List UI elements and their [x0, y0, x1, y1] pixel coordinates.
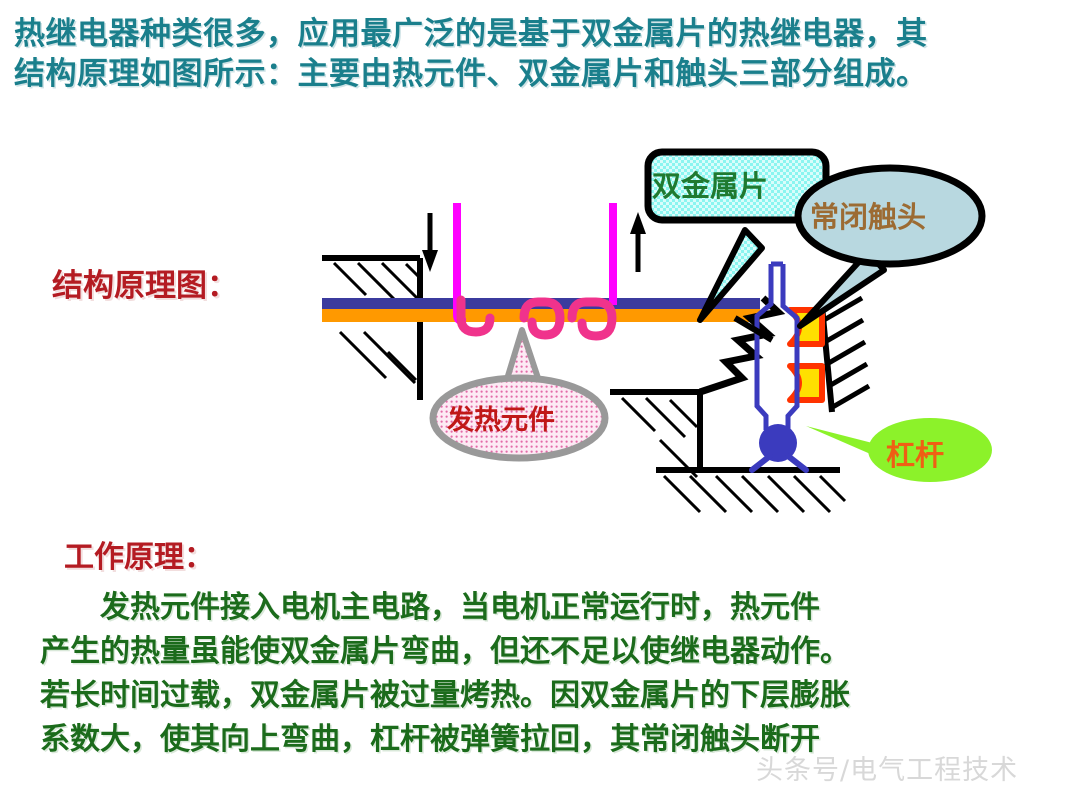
body-line-4: 系数大，使其向上弯曲，杠杆被弹簧拉回，其常闭触头断开: [40, 722, 820, 757]
callout-nc-contact: [794, 164, 986, 329]
callout-label-lever: 杠杆: [886, 438, 945, 472]
right-wall: [819, 295, 871, 413]
current-arrow-up-icon: [630, 212, 646, 272]
watermark-text: 头条号/电气工程技术: [756, 755, 1019, 786]
current-arrow-down-icon: [422, 213, 438, 272]
base-bracket: [610, 389, 847, 514]
lever-legs: [749, 453, 809, 473]
callout-label-bimetal: 双金属片: [652, 169, 769, 203]
structure-diagram-label: 结构原理图：: [52, 268, 238, 304]
working-principle-body: 发热元件接入电机主电路，当电机正常运行时，热元件 产生的热量虽能使双金属片弯曲，…: [40, 586, 1070, 762]
lever-link: [733, 315, 774, 343]
body-line-3: 若长时间过载，双金属片被过量烤热。因双金属片的下层膨胀: [40, 678, 850, 713]
header-line-2: 结构原理如图所示：主要由热元件、双金属片和触头三部分组成。: [14, 56, 928, 92]
heating-element-coil: [456, 295, 617, 341]
body-line-1: 发热元件接入电机主电路，当电机正常运行时，热元件: [100, 590, 820, 625]
working-principle-label: 工作原理：: [64, 540, 214, 575]
callout-label-nc-contact: 常闭触头: [810, 200, 927, 234]
left-wall-bracket: [322, 255, 423, 400]
tension-spring: [698, 295, 786, 396]
header-paragraph: 热继电器种类很多，应用最广泛的是基于双金属片的热继电器，其 结构原理如图所示：主…: [14, 14, 1072, 94]
lever-mechanism: [754, 261, 800, 430]
callout-label-heating-element: 发热元件: [447, 405, 555, 436]
lever-pivot: [759, 424, 797, 462]
thermal-relay-diagram: [322, 148, 992, 514]
callout-lever: [806, 418, 992, 482]
body-line-2: 产生的热量虽能使双金属片弯曲，但还不足以使继电器动作。: [40, 634, 850, 669]
header-line-1: 热继电器种类很多，应用最广泛的是基于双金属片的热继电器，其: [14, 16, 928, 52]
callout-heating-element: [429, 327, 609, 462]
